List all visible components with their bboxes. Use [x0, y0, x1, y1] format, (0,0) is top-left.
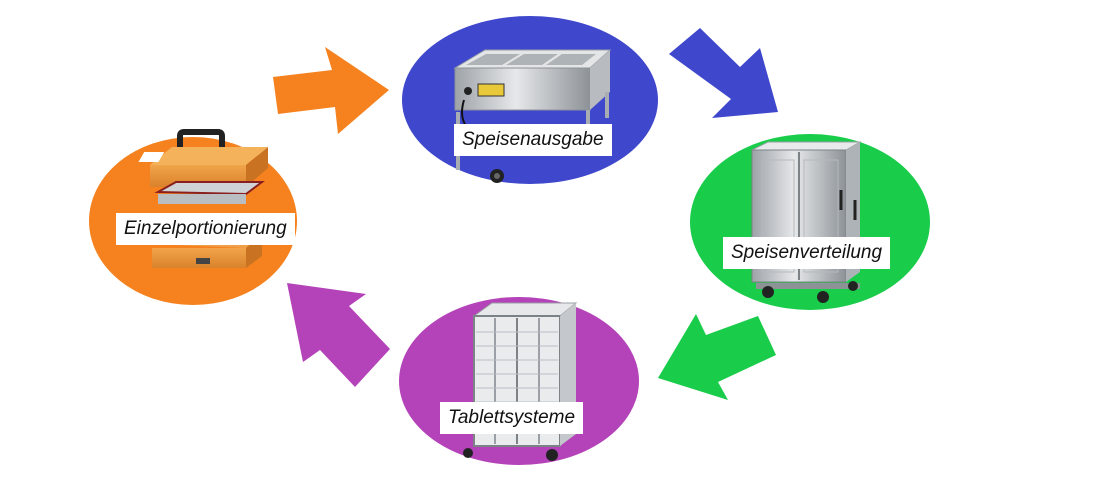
label-tablettsysteme: Tablettsysteme [440, 402, 584, 434]
arrow-tablett-to-einzel [287, 283, 390, 387]
label-einzelportionierung: Einzelportionierung [116, 213, 295, 245]
food-distribution-cabinet-icon [751, 141, 862, 303]
bain-marie-serving-cart-icon [453, 49, 612, 183]
label-speisenverteilung: Speisenverteilung [723, 237, 891, 269]
tray-rack-trolley-icon [463, 302, 578, 461]
arrow-ausgabe-to-verteilung [669, 28, 778, 118]
arrow-einzel-to-ausgabe [273, 47, 389, 134]
arrow-verteilung-to-tablett [658, 314, 776, 400]
label-speisenausgabe: Speisenausgabe [454, 124, 612, 156]
